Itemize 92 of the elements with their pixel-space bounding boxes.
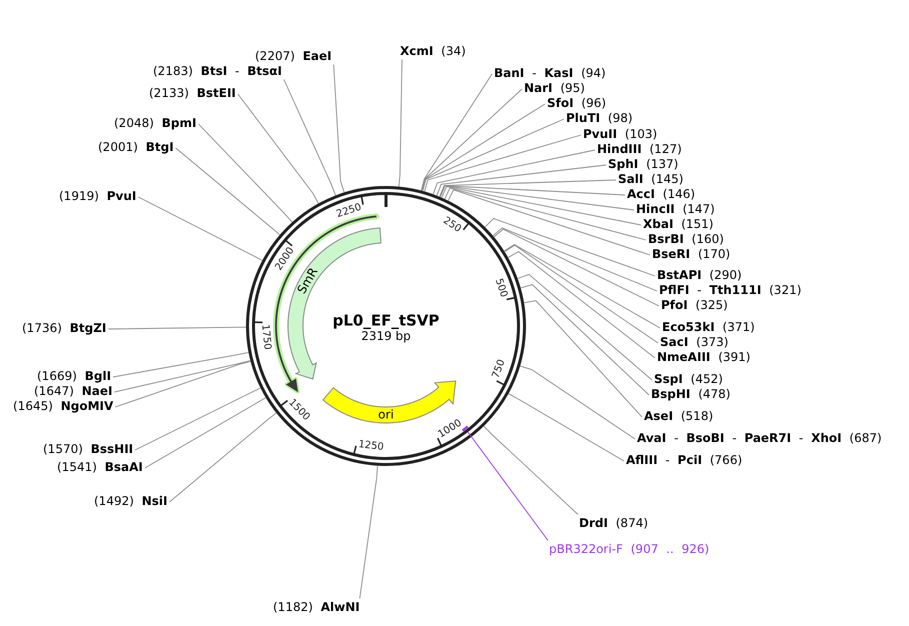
restriction-site-label: (2207) EaeI [255,48,332,64]
leader-line [483,426,578,515]
restriction-site-label: BstAPI (290) [657,268,742,282]
restriction-site-label: (1919) PvuI [59,188,136,204]
leader-line [520,366,636,440]
plasmid-length: 2319 bp [361,330,411,344]
leader-line [422,118,564,192]
leader-line [440,185,634,210]
leader-line [467,431,548,541]
leader-line [108,326,246,330]
leader-line [144,397,266,468]
restriction-site-label: Eco53kI (371) [662,320,755,334]
restriction-site-label: BanI - KasI (94) [494,66,606,80]
leader-line [237,94,319,204]
leader-line [444,188,646,240]
restriction-site-label: (2183) BtsI - BtsαI [153,64,282,78]
scale-label: 1750 [258,324,272,351]
leader-line [448,189,650,256]
restriction-site-label: AseI (518) [644,408,714,424]
restriction-site-label: (1182) AlwNI [273,600,360,614]
leader-line [494,228,660,306]
leader-line [436,164,606,196]
primer-label: pBR322ori-F (907 .. 926) [549,542,710,556]
scale-label: 1250 [358,439,385,454]
restriction-site-label: (1647) NaeI [34,384,112,398]
scale-label: 2250 [335,202,363,220]
leader-line [422,104,546,192]
restriction-site-label: PvuII (103) [583,126,658,142]
restriction-site-label: BsrBI (160) [648,232,724,246]
restriction-site-label: BspHI (478) [651,386,730,402]
restriction-site-label: (1669) BglI [37,368,112,384]
leader-line [492,228,658,292]
scale-label: 250 [441,214,464,234]
leader-line [333,64,345,193]
restriction-site-label: AflIII - PciI (766) [626,452,742,468]
restriction-site-label: NmeAIII (391) [657,350,750,364]
leader-line [359,465,378,599]
leader-line [484,218,656,276]
leader-line [169,412,277,502]
restriction-site-label: SalI (145) [618,172,684,186]
restriction-site-label: AccI (146) [627,186,696,202]
leader-line [138,196,263,261]
restriction-site-label: PfoI (325) [661,298,728,312]
leader-line [520,284,650,396]
leader-line [508,251,656,358]
leader-line [283,79,336,196]
restriction-site-label: HincII (147) [636,202,715,216]
leader-line [440,185,626,198]
feature-label: ori [378,408,394,422]
scale-label: 500 [492,278,510,300]
restriction-site-label: (1492) NsiI [94,494,168,508]
restriction-site-label: AvaI - BsoBI - PaeR7I - XhoI (687) [637,430,882,446]
restriction-site-label: SspI (452) [654,372,723,386]
plasmid-backbone-ring [246,186,526,466]
restriction-site-label: (2048) BpmI [114,116,196,130]
leader-line [524,300,642,418]
leader-line [517,274,652,380]
leader-line [398,59,402,188]
restriction-site-label: (1736) BtgZI [22,320,106,336]
restriction-site-label: XbaI (151) [643,216,714,232]
restriction-site-label: PluTI (98) [566,110,633,126]
restriction-site-label: SfoI (96) [547,96,606,110]
leader-line [504,244,660,328]
leader-line [420,74,492,191]
leader-line [134,388,261,450]
restriction-site-label: (2133) BstEII [149,86,236,100]
leader-line [175,148,280,236]
restriction-site-label: BseRI (170) [652,246,730,262]
restriction-site-label: DrdI (874) [579,516,648,530]
leader-line [114,360,251,408]
leader-line [114,360,251,392]
leader-line [432,150,596,195]
restriction-site-label: SacI (373) [660,334,728,350]
leader-line [421,88,522,192]
leader-line [504,244,658,344]
restriction-site-label: NarI (95) [524,80,585,96]
leader-line [439,180,616,198]
restriction-site-label: XcmI (34) [400,44,466,58]
restriction-site-label: (1645) NgoMIV [13,398,114,414]
restriction-site-label: (1570) BssHII [43,442,134,456]
restriction-site-label: SphI (137) [608,156,678,172]
leader-line [424,134,582,192]
leader-line [198,124,293,223]
leader-line [508,393,624,462]
restriction-site-label: (2001) BtgI [98,140,174,154]
leader-line [441,186,642,226]
restriction-site-label: HindIII (127) [597,142,682,156]
plasmid-name: pL0_EF_tSVP [332,312,440,330]
restriction-site-label: PflFI - Tth111I (321) [659,282,802,298]
scale-label: 750 [490,358,508,380]
leader-line [112,352,249,378]
restriction-site-label: (1541) BsaAI [57,460,143,474]
